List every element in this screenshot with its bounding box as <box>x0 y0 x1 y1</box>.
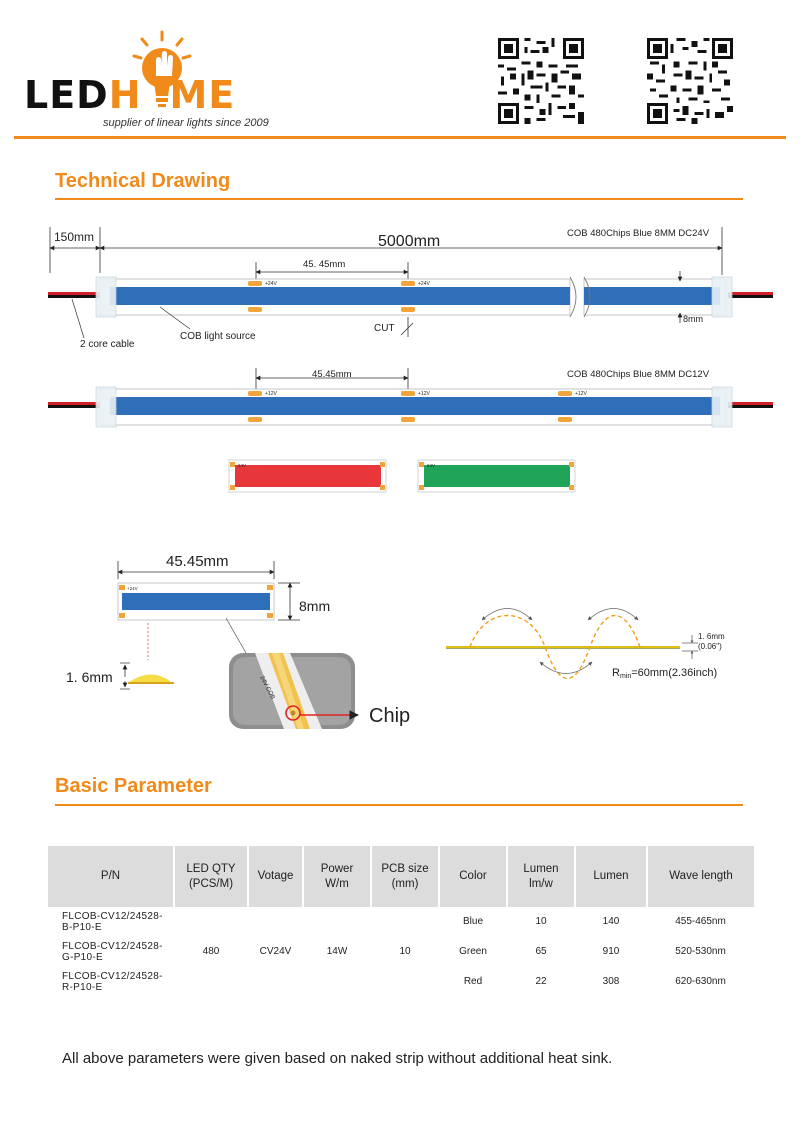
cell-wave: 455-465nm <box>675 916 726 928</box>
cable-label: 2 core cable <box>80 339 135 350</box>
page-header: LEDH ME supplier of linear lights since 2… <box>0 0 800 140</box>
header-divider <box>14 136 786 139</box>
cell-lumen: 910 <box>602 946 620 958</box>
cell-voltage: CV24V <box>259 946 292 958</box>
cell-lumen-w: 65 <box>535 946 547 958</box>
segment-detail: 45.45mm +24V 8mm 1. 6mm 24V COB <box>66 553 410 729</box>
table-row: FLCOB-CV12/24528- R-P10-E Red 22 308 620… <box>48 967 754 997</box>
strip-24v-spec: COB 480Chips Blue 8MM DC24V <box>567 228 710 239</box>
header-pcb-size: PCB size (mm) <box>371 846 440 907</box>
pad-label: +12V <box>418 391 430 397</box>
cell-pn: FLCOB-CV12/24528- R-P10-E <box>62 970 163 994</box>
footnote: All above parameters were given based on… <box>62 1050 613 1067</box>
header-led-qty: LED QTY (PCS/M) <box>174 846 249 907</box>
cell-power: 14W <box>326 946 348 958</box>
bend-diagram: 1. 6mm (0.06") Rmin=60mm(2.36inch) <box>446 608 725 680</box>
strip-12v-spec: COB 480Chips Blue 8MM DC12V <box>567 369 710 380</box>
header-wave-length: Wave length <box>647 846 754 907</box>
cell-color: Red <box>463 976 483 988</box>
qr-code-icon <box>647 38 733 124</box>
header-color: Color <box>439 846 508 907</box>
cell-color: Blue <box>462 916 483 928</box>
brand-tagline: supplier of linear lights since 2009 <box>103 117 269 129</box>
brand-logo: LEDH ME <box>24 76 235 114</box>
detail-width-label: 8mm <box>299 598 330 614</box>
cell-wave: 620-630nm <box>675 976 726 988</box>
cell-lumen-w: 22 <box>535 976 547 988</box>
cut-label: CUT <box>374 323 395 334</box>
width-label: 8mm <box>683 314 703 324</box>
bend-thickness-label: 1. 6mm <box>698 632 725 641</box>
strip-12v: COB 480Chips Blue 8MM DC12V 45.45mm +12V… <box>48 368 773 428</box>
cell-lumen: 140 <box>602 916 620 928</box>
pitch-12v-label: 45.45mm <box>312 369 352 380</box>
table-row: FLCOB-CV12/24528- G-P10-E Green 65 910 5… <box>48 937 754 967</box>
cell-led-qty: 480 <box>202 946 220 958</box>
color-swatches: 24V 24V <box>228 459 576 493</box>
green-swatch <box>424 465 570 487</box>
cell-lumen: 308 <box>602 976 620 988</box>
detail-pad-label: +24V <box>127 586 138 591</box>
pad-label: +24V <box>418 281 430 287</box>
green-pad-label: 24V <box>427 463 435 468</box>
strip-photo: 24V COB <box>229 653 355 729</box>
header-voltage: Votage <box>248 846 304 907</box>
technical-drawing-title: Technical Drawing <box>55 170 231 192</box>
cell-color: Green <box>459 946 487 958</box>
parameter-table: P/N LED QTY (PCS/M) Votage Power W/m PCB… <box>48 846 754 997</box>
thickness-label: 1. 6mm <box>66 669 113 685</box>
pad-label: +24V <box>265 281 277 287</box>
technical-drawing-divider <box>55 198 743 200</box>
chip-label: Chip <box>369 705 410 727</box>
red-pad-label: 24V <box>238 463 246 468</box>
cell-lumen-w: 10 <box>535 916 547 928</box>
technical-drawing: 150mm 5000mm COB 480Chips Blue 8MM DC24V… <box>48 227 773 729</box>
header-lumen-w: Lumen lm/w <box>507 846 576 907</box>
red-swatch <box>235 465 381 487</box>
table-header-row: P/N LED QTY (PCS/M) Votage Power W/m PCB… <box>48 846 754 907</box>
pad-label: +12V <box>265 391 277 397</box>
cell-pn: FLCOB-CV12/24528- B-P10-E <box>62 910 163 934</box>
lightbulb-hand-icon <box>132 30 192 107</box>
light-source-label: COB light source <box>180 331 256 342</box>
table-row: FLCOB-CV12/24528- B-P10-E 480 CV24V 14W … <box>48 907 754 958</box>
basic-parameter-divider <box>55 804 743 806</box>
bend-thickness-inch: (0.06") <box>698 642 722 651</box>
pitch-24v-label: 45. 45mm <box>303 259 345 270</box>
bend-radius-label: Rmin=60mm(2.36inch) <box>612 667 717 680</box>
basic-parameter-title: Basic Parameter <box>55 775 212 797</box>
header-lumen: Lumen <box>575 846 648 907</box>
brand-h: H <box>108 73 142 117</box>
detail-pitch-label: 45.45mm <box>166 553 229 570</box>
total-length-label: 5000mm <box>378 233 440 250</box>
header-pn: P/N <box>48 846 175 907</box>
cell-wave: 520-530nm <box>675 946 726 958</box>
cell-pn: FLCOB-CV12/24528- G-P10-E <box>62 940 163 964</box>
brand-me: ME <box>169 73 236 117</box>
pad-label: +12V <box>575 391 587 397</box>
header-power: Power W/m <box>303 846 372 907</box>
strip-24v: 150mm 5000mm COB 480Chips Blue 8MM DC24V… <box>48 227 773 350</box>
lead-length-label: 150mm <box>54 230 94 244</box>
qr-code-icon <box>498 38 584 124</box>
cell-pcb-size: 10 <box>399 946 411 958</box>
brand-led: LED <box>24 73 109 117</box>
